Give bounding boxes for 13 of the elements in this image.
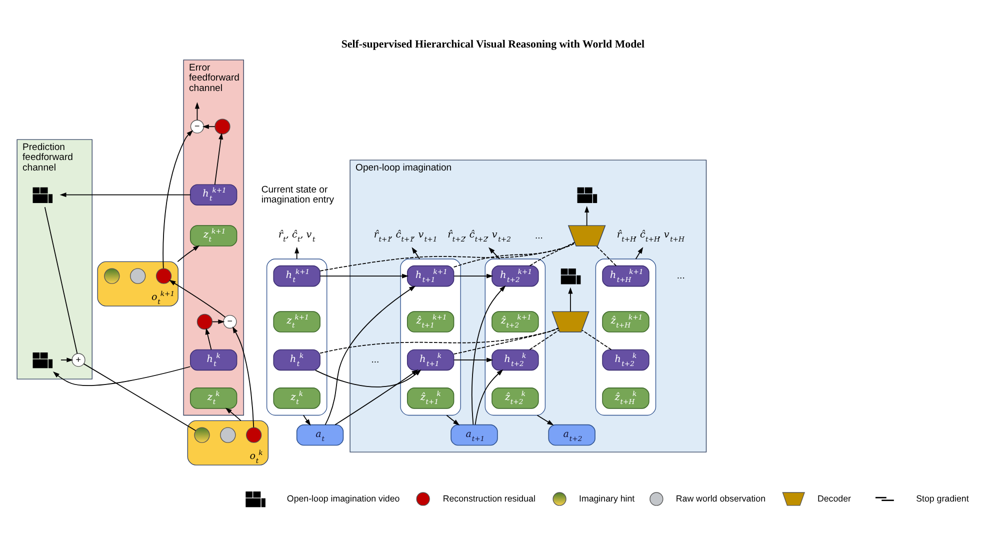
label: ... (534, 230, 543, 241)
legend-label: Reconstruction residual (442, 492, 536, 503)
legend-label: Stop gradient (916, 492, 969, 503)
diagram-title: Self-supervised Hierarchical Visual Reasoning with World Model (341, 38, 645, 50)
label: ... (371, 354, 380, 365)
label: Current state or imagination entry (261, 184, 334, 205)
legend-label: Raw world observation (676, 492, 766, 503)
legend-label: Imaginary hint (578, 492, 635, 503)
legend-label: Open-loop imagination video (286, 492, 400, 503)
node-text: r̂$_{t+1}$, ĉ$_{t+1}$, v$_{t+1}$ (374, 229, 438, 244)
legend-label: Decoder (817, 492, 851, 503)
node-text: r̂$_{t}$, ĉ$_{t}$, v$_{t}$ (278, 229, 316, 244)
label: ... (676, 270, 685, 282)
